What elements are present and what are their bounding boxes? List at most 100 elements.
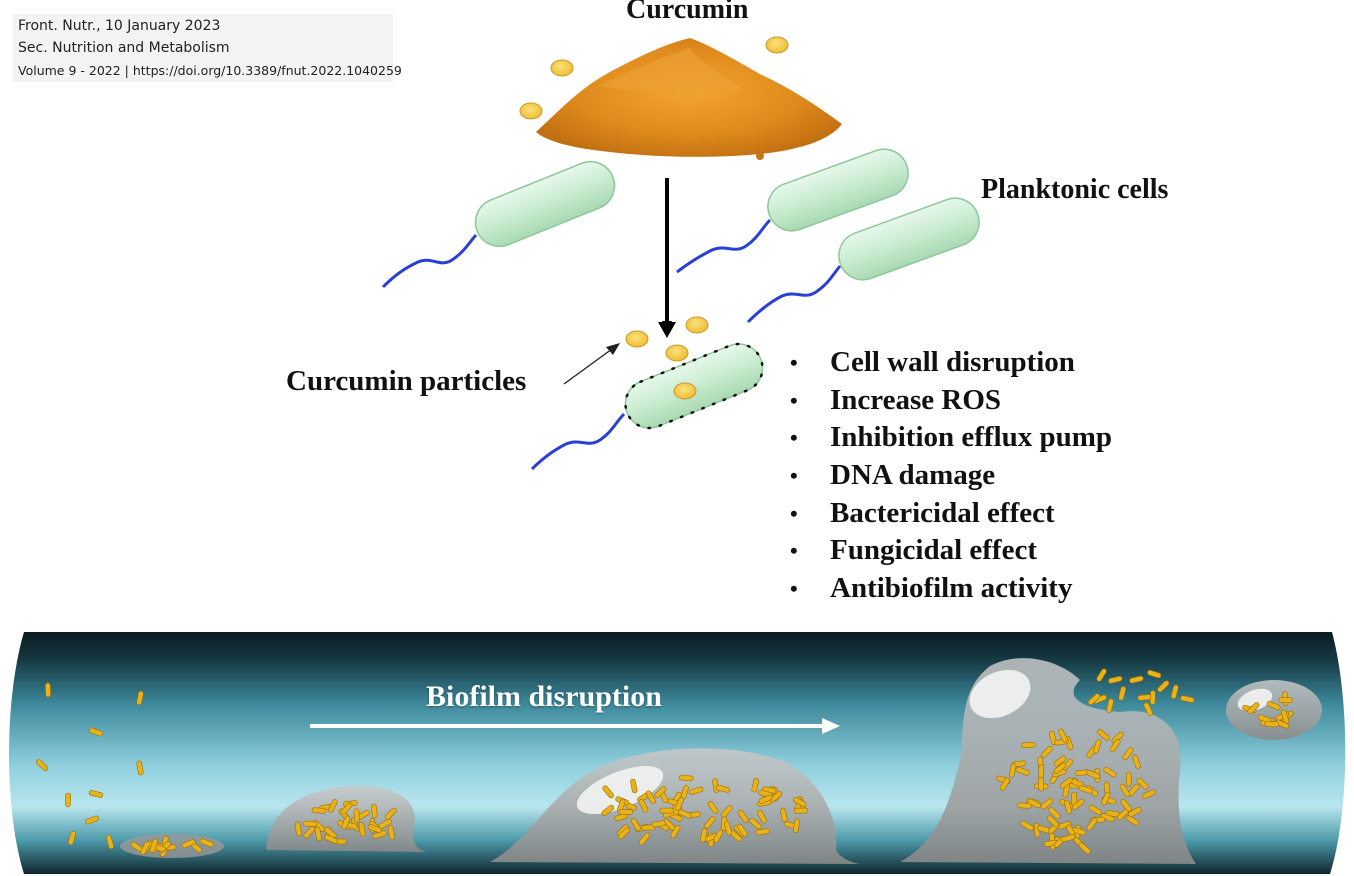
bacterium-rod: [1061, 834, 1076, 843]
effect-text: DNA damage: [830, 459, 996, 492]
bacterium-rod: [1141, 789, 1156, 799]
bacteria-rods: [35, 668, 1294, 857]
bacterium-rod: [1275, 719, 1290, 729]
bacterium-rod: [645, 790, 656, 804]
bacterium-rod: [707, 800, 719, 815]
bacterium-rod: [1009, 763, 1017, 778]
bacterium-rod: [1088, 804, 1103, 816]
particles-pointer-arrow: [563, 343, 620, 385]
citation-volume-doi[interactable]: Volume 9 - 2022 | https://doi.org/10.338…: [18, 63, 402, 78]
bacterium-rod: [1071, 798, 1085, 810]
bacterium-rod: [294, 821, 302, 837]
bacterium-rod: [699, 828, 708, 843]
effect-text: Inhibition efflux pump: [830, 421, 1113, 454]
bullet-icon: •: [790, 500, 798, 526]
bacterium-rod: [1020, 820, 1034, 831]
bacterium-rod: [1078, 785, 1093, 794]
bacterium-rod: [1147, 669, 1162, 679]
bacterium-rod: [793, 796, 807, 808]
bacterium-rod: [1278, 697, 1293, 703]
bacterium-rod: [614, 812, 629, 822]
bacterium-rod: [704, 816, 716, 829]
planktonic-cell-3: [746, 197, 980, 324]
bacterium-rod: [1093, 739, 1102, 754]
bacterium-rod: [674, 797, 684, 812]
bacterium-rod: [751, 778, 760, 793]
bacterium-rod: [181, 839, 196, 849]
bacterium-rod: [88, 790, 104, 798]
bacterium-rod: [1086, 769, 1101, 780]
bacterium-rod: [1017, 802, 1032, 809]
effect-text: Increase ROS: [830, 383, 1002, 416]
bacterium-rod: [358, 821, 366, 837]
bacterium-rod: [314, 826, 322, 842]
bacterium-rod: [1087, 693, 1101, 706]
bacterium-rod: [758, 794, 773, 804]
bacterium-rod: [1266, 701, 1281, 711]
biofilm-tube: [9, 632, 1346, 874]
bacterium-rod: [654, 786, 667, 799]
bacterium-rod: [1021, 742, 1036, 749]
planktonic-cell-2: [676, 148, 909, 274]
curcumin-powder-pile: [536, 38, 842, 160]
bacterium-rod: [367, 824, 382, 833]
bacterium-rod: [371, 803, 378, 819]
bacterium-rod: [1037, 776, 1044, 792]
bacterium-rod: [630, 778, 638, 794]
bacterium-rod: [1125, 815, 1140, 826]
bacterium-rod: [35, 759, 49, 771]
bacterium-rod: [780, 807, 788, 823]
bacterium-rod: [1132, 754, 1141, 769]
citation-section: Sec. Nutrition and Metabolism: [18, 40, 230, 56]
bacterium-rod: [1063, 799, 1072, 815]
bacterium-rod: [1048, 807, 1061, 820]
bacterium-rod: [340, 802, 353, 815]
bacterium-rod: [85, 815, 99, 825]
bacterium-rod: [1137, 694, 1153, 701]
bacterium-rod: [724, 821, 733, 836]
bacterium-rod: [105, 834, 115, 850]
bacterium-rod: [1170, 684, 1179, 699]
bacterium-rod: [1027, 798, 1041, 809]
bacterium-rod: [67, 830, 77, 846]
bacterium-rod: [793, 807, 809, 814]
bacterium-rod: [1059, 777, 1073, 789]
bullet-icon: •: [790, 350, 798, 375]
bacterium-rod: [720, 805, 733, 818]
bacterium-rod: [45, 682, 51, 698]
bacterium-rod: [65, 792, 71, 808]
bacterium-rod: [737, 809, 749, 823]
bacterium-rod: [341, 815, 351, 830]
effect-text: Cell wall disruption: [830, 346, 1075, 378]
planktonic-cells-label: Planktonic cells: [981, 174, 1169, 205]
bacterium-rod: [1119, 783, 1131, 797]
bacterium-rod: [1053, 762, 1067, 774]
bacterium-rod: [327, 799, 338, 813]
bacterium-rod: [1096, 668, 1107, 682]
bacterium-rod: [1101, 791, 1111, 806]
bacterium-rod: [713, 829, 724, 843]
bacterium-rod: [1149, 690, 1156, 705]
bacterium-rod: [387, 825, 395, 840]
bacterium-rod: [630, 817, 641, 832]
bacterium-rod: [601, 804, 615, 817]
bacterium-rod: [617, 827, 631, 840]
bacterium-rod: [1127, 807, 1142, 818]
bacterium-rod: [1264, 721, 1280, 728]
bacterium-rod: [136, 690, 144, 706]
bacterium-rod: [618, 809, 634, 815]
bacterium-rod: [1136, 777, 1149, 790]
bacterium-rod: [324, 827, 337, 839]
bacterium-rod: [757, 809, 767, 824]
bacterium-rod: [1040, 798, 1054, 810]
bacterium-rod: [136, 760, 144, 776]
bacterium-rod: [755, 828, 770, 836]
bacterium-rod: [1058, 728, 1068, 743]
bacterium-rod: [1122, 747, 1134, 761]
bacterium-rod: [149, 838, 159, 853]
bullet-icon: •: [790, 538, 798, 564]
affected-cell: [530, 342, 764, 471]
bacterium-rod: [1106, 698, 1114, 713]
bacterium-rod: [353, 808, 360, 823]
bacterium-rod: [638, 832, 651, 846]
